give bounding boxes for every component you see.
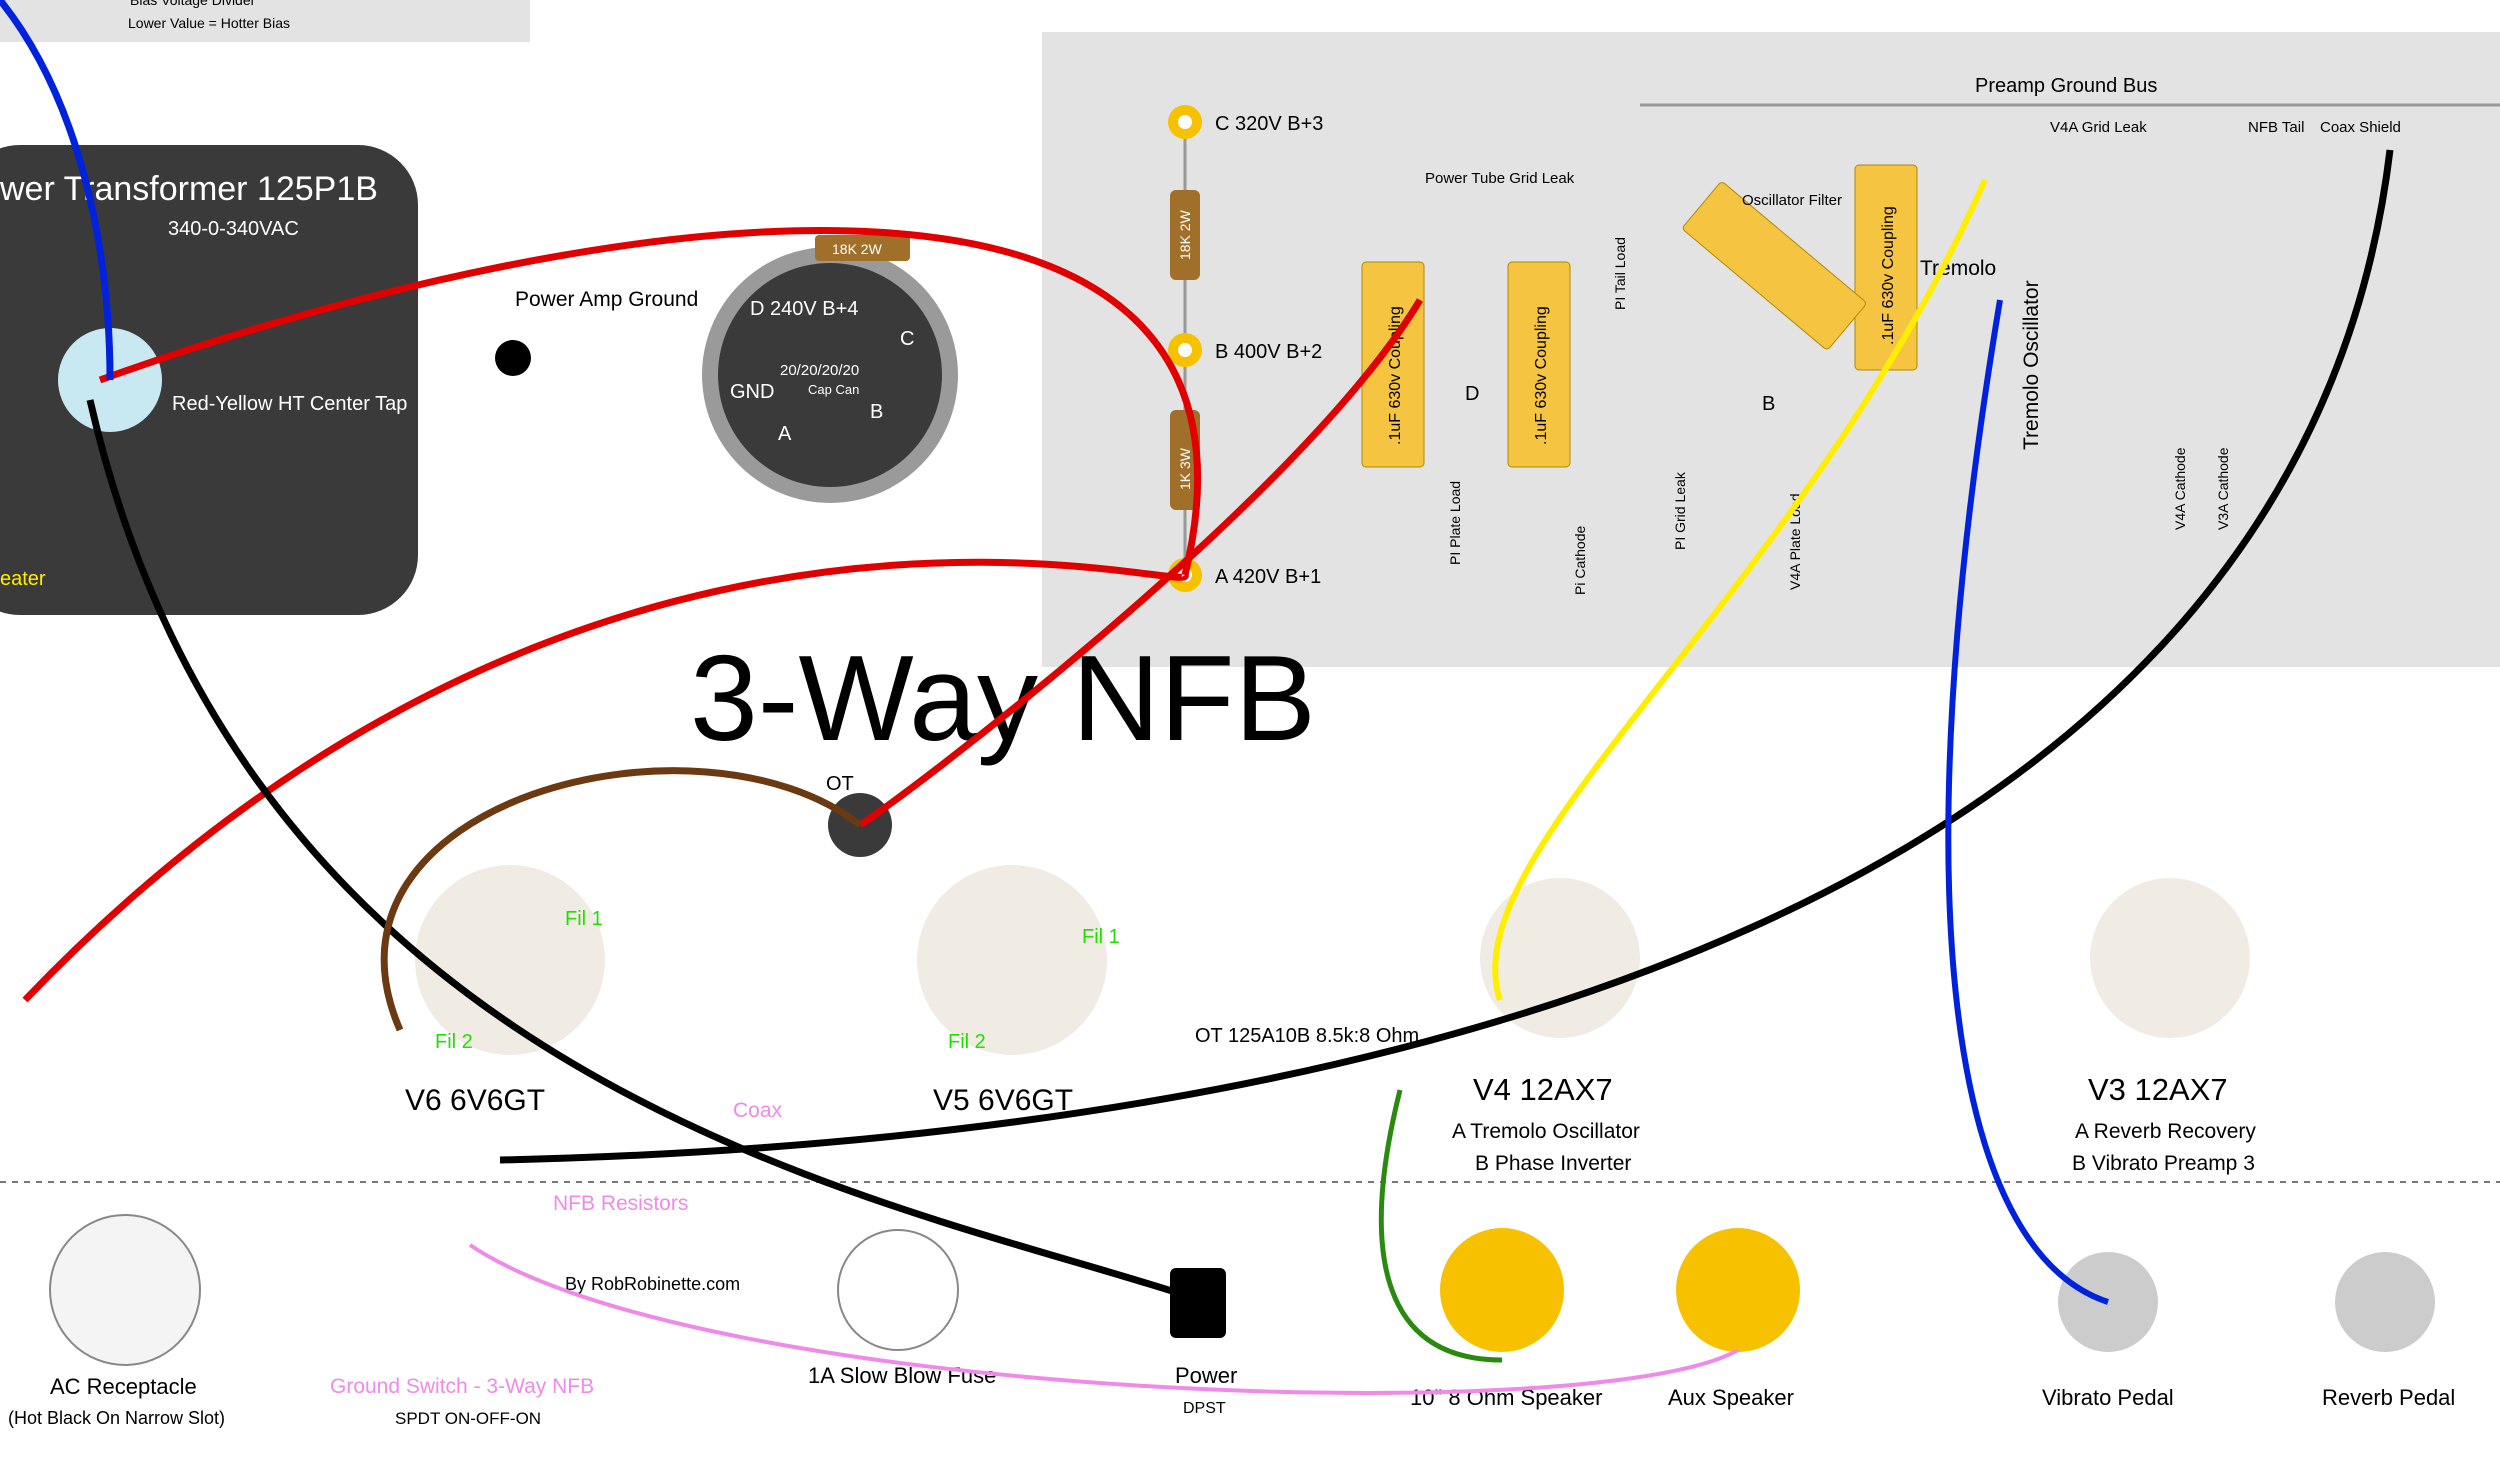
svg-text:1A Slow Blow Fuse: 1A Slow Blow Fuse	[808, 1363, 996, 1388]
svg-text:Fil 1: Fil 1	[565, 908, 603, 930]
svg-text:Vibrato Pedal: Vibrato Pedal	[2042, 1385, 2174, 1410]
preamp-board	[1042, 32, 2500, 667]
wires	[0, 0, 2394, 1395]
bias-note: Lower Value = Hotter Bias	[128, 15, 290, 31]
svg-text:Tremolo: Tremolo	[1920, 257, 1996, 280]
tube-v4: V4 12AX7 A Tremolo Oscillator B Phase In…	[1452, 878, 1640, 1175]
tube-v6: V6 6V6GT Fil 1 Fil 2	[405, 865, 605, 1117]
svg-text:V3 12AX7: V3 12AX7	[2088, 1072, 2228, 1107]
svg-text:18K 2W: 18K 2W	[1177, 209, 1193, 260]
svg-text:OT: OT	[826, 773, 854, 795]
svg-text:20/20/20/20: 20/20/20/20	[780, 362, 859, 379]
ground-bus-label: Preamp Ground Bus	[1975, 75, 2157, 97]
svg-text:C: C	[900, 328, 914, 350]
svg-text:Fil 2: Fil 2	[948, 1031, 986, 1053]
svg-text:V4A Cathode: V4A Cathode	[2172, 447, 2188, 530]
svg-text:DPST: DPST	[1183, 1400, 1226, 1417]
svg-text:Tremolo Oscillator: Tremolo Oscillator	[2020, 280, 2043, 450]
svg-text:Power: Power	[1175, 1363, 1237, 1388]
power-amp-ground-lug	[495, 340, 531, 376]
svg-text:B Vibrato Preamp 3: B Vibrato Preamp 3	[2072, 1152, 2255, 1175]
rail-c-label: C 320V B+3	[1215, 113, 1323, 135]
transformer-voltage: 340-0-340VAC	[168, 218, 299, 240]
heater-label: eater	[0, 568, 46, 590]
svg-text:Reverb Pedal: Reverb Pedal	[2322, 1385, 2455, 1410]
rail-a-label: A 420V B+1	[1215, 566, 1321, 588]
tube-v3: V3 12AX7 A Reverb Recovery B Vibrato Pre…	[2072, 878, 2256, 1175]
rail-b-label: B 400V B+2	[1215, 341, 1322, 363]
svg-text:Pi Cathode: Pi Cathode	[1572, 526, 1588, 595]
svg-text:B Phase Inverter: B Phase Inverter	[1475, 1152, 1631, 1175]
svg-text:Fil 1: Fil 1	[1082, 926, 1120, 948]
svg-text:.1uF 630v Coupling: .1uF 630v Coupling	[1533, 306, 1550, 445]
tube-v5: V5 6V6GT Fil 1 Fil 2	[917, 865, 1120, 1117]
svg-text:1K 3W: 1K 3W	[1177, 447, 1193, 490]
svg-text:Cap Can: Cap Can	[808, 382, 859, 397]
filter-rail: 18K 2W 1K 3W C 320V B+3 B 400V B+2 A 420…	[1168, 105, 1323, 592]
svg-text:GND: GND	[730, 381, 774, 403]
svg-text:AC Receptacle: AC Receptacle	[50, 1374, 197, 1399]
svg-text:Coax: Coax	[733, 1099, 783, 1122]
svg-text:Aux Speaker: Aux Speaker	[1668, 1385, 1794, 1410]
svg-text:B: B	[870, 401, 883, 423]
center-tap-label: Red-Yellow HT Center Tap	[172, 393, 407, 415]
svg-text:Oscillator Filter: Oscillator Filter	[1742, 192, 1842, 209]
svg-text:PI Plate Load: PI Plate Load	[1447, 481, 1463, 565]
svg-text:V3A Cathode: V3A Cathode	[2215, 447, 2231, 530]
power-transformer: wer Transformer 125P1B 340-0-340VAC Red-…	[0, 145, 418, 615]
power-amp-ground-label: Power Amp Ground	[515, 288, 698, 311]
svg-text:V4A Grid Leak: V4A Grid Leak	[2050, 119, 2147, 136]
svg-text:B: B	[1762, 393, 1775, 415]
svg-text:A Reverb Recovery: A Reverb Recovery	[2075, 1120, 2256, 1143]
transformer-name: wer Transformer 125P1B	[0, 170, 378, 208]
svg-text:V5 6V6GT: V5 6V6GT	[933, 1084, 1073, 1117]
page-title: 3-Way NFB	[690, 630, 1316, 766]
svg-text:A: A	[778, 423, 792, 445]
svg-text:NFB Resistors: NFB Resistors	[553, 1192, 688, 1215]
svg-text:By RobRobinette.com: By RobRobinette.com	[565, 1274, 740, 1294]
svg-text:.1uF 630v Coupling: .1uF 630v Coupling	[1880, 206, 1897, 345]
svg-text:SPDT ON-OFF-ON: SPDT ON-OFF-ON	[395, 1409, 541, 1428]
svg-text:Power Tube Grid Leak: Power Tube Grid Leak	[1425, 170, 1575, 187]
svg-text:V4A Plate Load: V4A Plate Load	[1787, 493, 1803, 590]
svg-text:V4 12AX7: V4 12AX7	[1473, 1072, 1613, 1107]
svg-text:18K 2W: 18K 2W	[832, 241, 883, 257]
svg-text:V6 6V6GT: V6 6V6GT	[405, 1084, 545, 1117]
svg-text:Fil 2: Fil 2	[435, 1031, 473, 1053]
svg-text:Coax Shield: Coax Shield	[2320, 119, 2401, 136]
ot-spec: OT 125A10B 8.5k:8 Ohm	[1195, 1025, 1419, 1047]
bias-divider-box: Bias Voltage Divider Lower Value = Hotte…	[0, 0, 530, 42]
svg-text:PI Tail Load: PI Tail Load	[1612, 237, 1628, 310]
bottom-hardware: AC Receptacle (Hot Black On Narrow Slot)…	[8, 1099, 2455, 1428]
svg-text:A Tremolo Oscillator: A Tremolo Oscillator	[1452, 1120, 1640, 1143]
svg-text:D 240V B+4: D 240V B+4	[750, 298, 858, 320]
preamp-components: Preamp Ground Bus .1uF 630v Coupling .1u…	[1361, 75, 2500, 595]
cap-can: 18K 2W D 240V B+4 C 20/20/20/20 Cap Can …	[702, 235, 958, 503]
svg-text:Bias Voltage Divider: Bias Voltage Divider	[130, 0, 256, 8]
svg-text:NFB Tail: NFB Tail	[2248, 119, 2304, 136]
svg-text:D: D	[1465, 383, 1479, 405]
svg-text:Ground Switch - 3-Way NFB: Ground Switch - 3-Way NFB	[330, 1375, 594, 1398]
svg-text:(Hot Black On Narrow Slot): (Hot Black On Narrow Slot)	[8, 1408, 225, 1428]
svg-text:PI Grid Leak: PI Grid Leak	[1672, 471, 1688, 550]
